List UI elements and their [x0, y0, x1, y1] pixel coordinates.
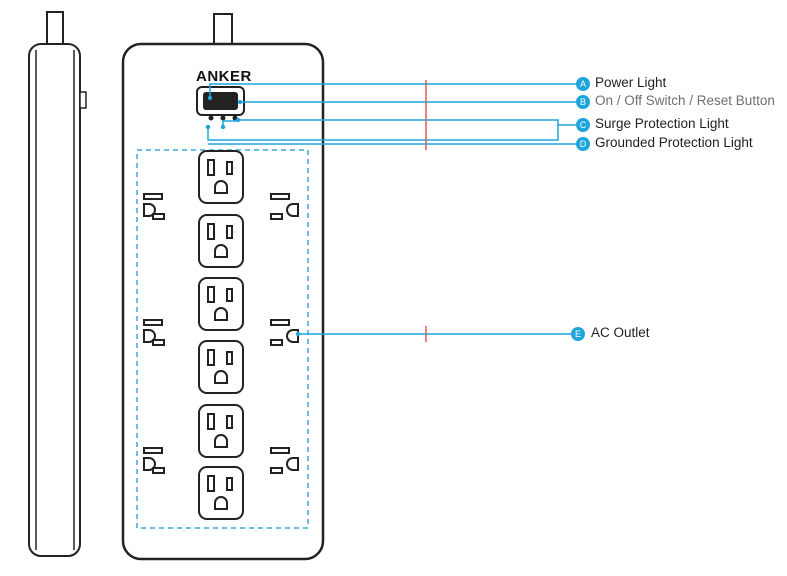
callout-badge-e: E: [571, 327, 585, 341]
power-switch: [196, 86, 245, 116]
callout-label-switch: On / Off Switch / Reset Button: [595, 93, 775, 108]
ac-outlet-2: [198, 214, 244, 268]
callout-badge-b: B: [576, 95, 590, 109]
ac-outlet-3: [198, 277, 244, 331]
callout-lines: [205, 83, 578, 337]
side-view: [28, 11, 87, 557]
ac-outlet-6: [198, 466, 244, 520]
callout-label-surge-light: Surge Protection Light: [595, 116, 729, 131]
callout-badge-c: C: [576, 118, 590, 132]
callout-badge-d: D: [576, 137, 590, 151]
callout-badge-a: A: [576, 77, 590, 91]
ac-outlet-4: [198, 340, 244, 394]
callout-label-grounded-light: Grounded Protection Light: [595, 135, 753, 150]
ac-outlet-5: [198, 404, 244, 458]
callout-label-ac-outlet: AC Outlet: [591, 325, 650, 340]
brand-logo: ANKER: [196, 68, 252, 85]
callout-label-power-light: Power Light: [595, 75, 667, 90]
ac-outlet-1: [198, 150, 244, 204]
